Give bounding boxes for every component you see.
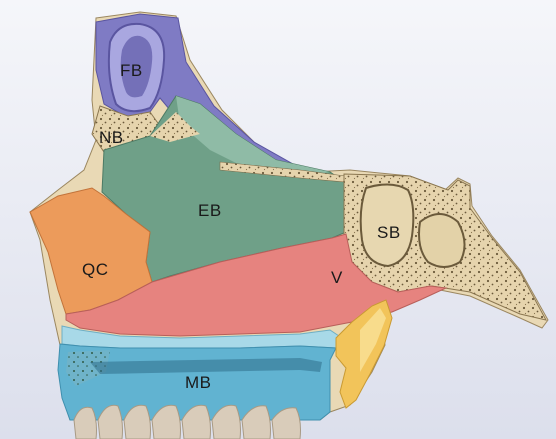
label-qc: QC <box>82 260 109 279</box>
sphenoid-sinus-cavity-right <box>419 214 465 267</box>
label-v: V <box>331 268 343 287</box>
label-sb: SB <box>377 223 401 242</box>
label-eb: EB <box>198 201 222 220</box>
label-mb: MB <box>185 373 212 392</box>
label-nb: NB <box>99 128 124 147</box>
label-fb: FB <box>120 61 143 80</box>
